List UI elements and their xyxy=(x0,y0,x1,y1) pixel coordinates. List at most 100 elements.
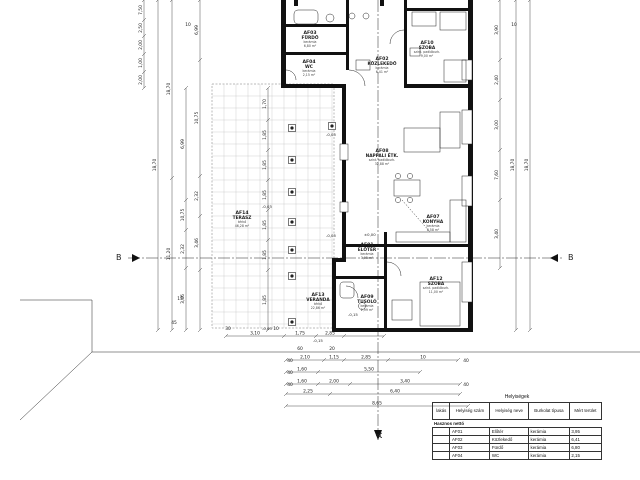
room-id: AF07 xyxy=(426,214,439,220)
dimension-label: 3,00 xyxy=(494,120,500,130)
room-floor: térkő xyxy=(314,302,322,306)
dimension-small: 45 xyxy=(171,320,177,326)
section-label-b-right: B xyxy=(568,253,574,262)
room-legend: Helyiségek lakás Helyiség szám Helyiség … xyxy=(431,391,603,460)
dimension-label: 3,40 xyxy=(494,229,500,239)
column-core xyxy=(290,320,294,324)
legend-header-row: lakás Helyiség szám Helyiség neve Burkol… xyxy=(431,402,603,420)
room-floor: szint. padlóburk. xyxy=(423,286,450,290)
room-area: 9,00 m² xyxy=(421,54,434,58)
level-mark: -0,03 xyxy=(262,204,272,209)
legend-cell-szam: AF03 xyxy=(449,443,491,452)
room-id: AF03 xyxy=(303,30,316,36)
legend-cell-burkolat: kerámia xyxy=(528,427,570,436)
section-label-a: A xyxy=(375,432,384,438)
dimension-label: 7,50 xyxy=(138,5,144,15)
room-id: AF02 xyxy=(375,56,388,62)
sofa xyxy=(403,127,441,153)
dimension-small: 15 xyxy=(177,296,183,302)
terrace-columns xyxy=(288,122,336,326)
dimension-label: 1,85 xyxy=(262,190,268,200)
legend-cell-lakas xyxy=(431,427,451,436)
room-id: AF01 xyxy=(360,242,373,248)
column-core xyxy=(290,248,294,252)
legend-col-neve: Helyiség neve xyxy=(489,402,530,420)
bed-top xyxy=(411,11,437,27)
level-mark: -0,03 xyxy=(326,233,336,238)
dimension-label: 1,85 xyxy=(262,220,268,230)
column-core xyxy=(290,190,294,194)
room-area: 2,99 m² xyxy=(361,308,374,312)
terrace-grid xyxy=(212,84,334,328)
legend-subheader: Hasznos nettó xyxy=(432,419,602,428)
shower-tray xyxy=(339,281,355,299)
dimension-label: 1,60 xyxy=(297,367,307,373)
dimension-label: 2,10 xyxy=(300,355,310,361)
dimension-label: 2,85 xyxy=(325,331,335,337)
room-name: TERASZ xyxy=(233,215,252,221)
legend-cell-burkolat: kerámia xyxy=(528,443,570,452)
level-mark: -0,15 xyxy=(348,312,358,317)
dimension-label: 6,40 xyxy=(390,389,400,395)
level-mark: -0,03 xyxy=(326,132,336,137)
openings xyxy=(285,29,473,303)
bed-bottom xyxy=(419,281,461,327)
dimension-label: 2,25 xyxy=(303,389,313,395)
dining-table xyxy=(393,179,421,197)
room-name: FÜRDŐ xyxy=(302,34,319,41)
room-area: 8,58 m² xyxy=(427,228,440,232)
sofa-side xyxy=(439,111,461,149)
dimension-label: 2,32 xyxy=(180,244,186,254)
dimension-label: 18,70 xyxy=(152,159,158,172)
dimension-label: 2,00 xyxy=(138,75,144,85)
room-name: KONYHA xyxy=(423,219,444,225)
dimension-label: 2,85 xyxy=(361,355,371,361)
legend-col-burkolat: Burkolat típusa xyxy=(528,402,570,420)
kitchen-counter xyxy=(449,199,467,243)
legend-col-szam: Helyiség szám xyxy=(449,402,491,420)
room-area: 22,86 m² xyxy=(311,306,326,310)
dimension-label: 10 xyxy=(420,355,426,361)
legend-cell-neve: Előtér xyxy=(489,427,530,436)
level-mark: -0,03 xyxy=(262,326,272,331)
room-id: AF13 xyxy=(311,292,324,298)
dimension-small: 40 xyxy=(287,358,293,364)
dimension-label: 6,99 xyxy=(180,139,186,149)
dimension-label: 1,85 xyxy=(262,295,268,305)
room-area: 32,88 m² xyxy=(375,162,390,166)
dimension-label: 3,10 xyxy=(250,331,260,337)
room-floor: kerámia xyxy=(361,304,374,308)
dimension-small: 30 xyxy=(225,326,231,332)
legend-cell-lakas xyxy=(431,435,451,444)
legend-cell-neve: WC xyxy=(489,451,530,460)
dimension-label: 7,60 xyxy=(494,170,500,180)
dimension-label: 1,60 xyxy=(297,379,307,385)
dimension-label: 10,75 xyxy=(194,112,200,125)
room-area: 11,00 m² xyxy=(429,290,444,294)
dimension-small: 10 xyxy=(185,22,191,28)
room-area: 6,80 m² xyxy=(304,44,317,48)
dimension-label: 3,46 xyxy=(194,238,200,248)
dimension-label: 2,32 xyxy=(194,191,200,201)
section-arrow-bottom-icon xyxy=(374,430,382,440)
dimension-label: 18,70 xyxy=(524,159,530,172)
room-name: TUSOLÓ xyxy=(357,298,377,305)
column-core xyxy=(290,126,294,130)
room-floor: kerámia xyxy=(427,224,440,228)
section-arrow-left-icon xyxy=(132,254,140,262)
dimension-label: 6,99 xyxy=(194,25,200,35)
dimension-label: 11,20 xyxy=(166,248,172,261)
dimension-total: 8,65 xyxy=(372,401,382,407)
